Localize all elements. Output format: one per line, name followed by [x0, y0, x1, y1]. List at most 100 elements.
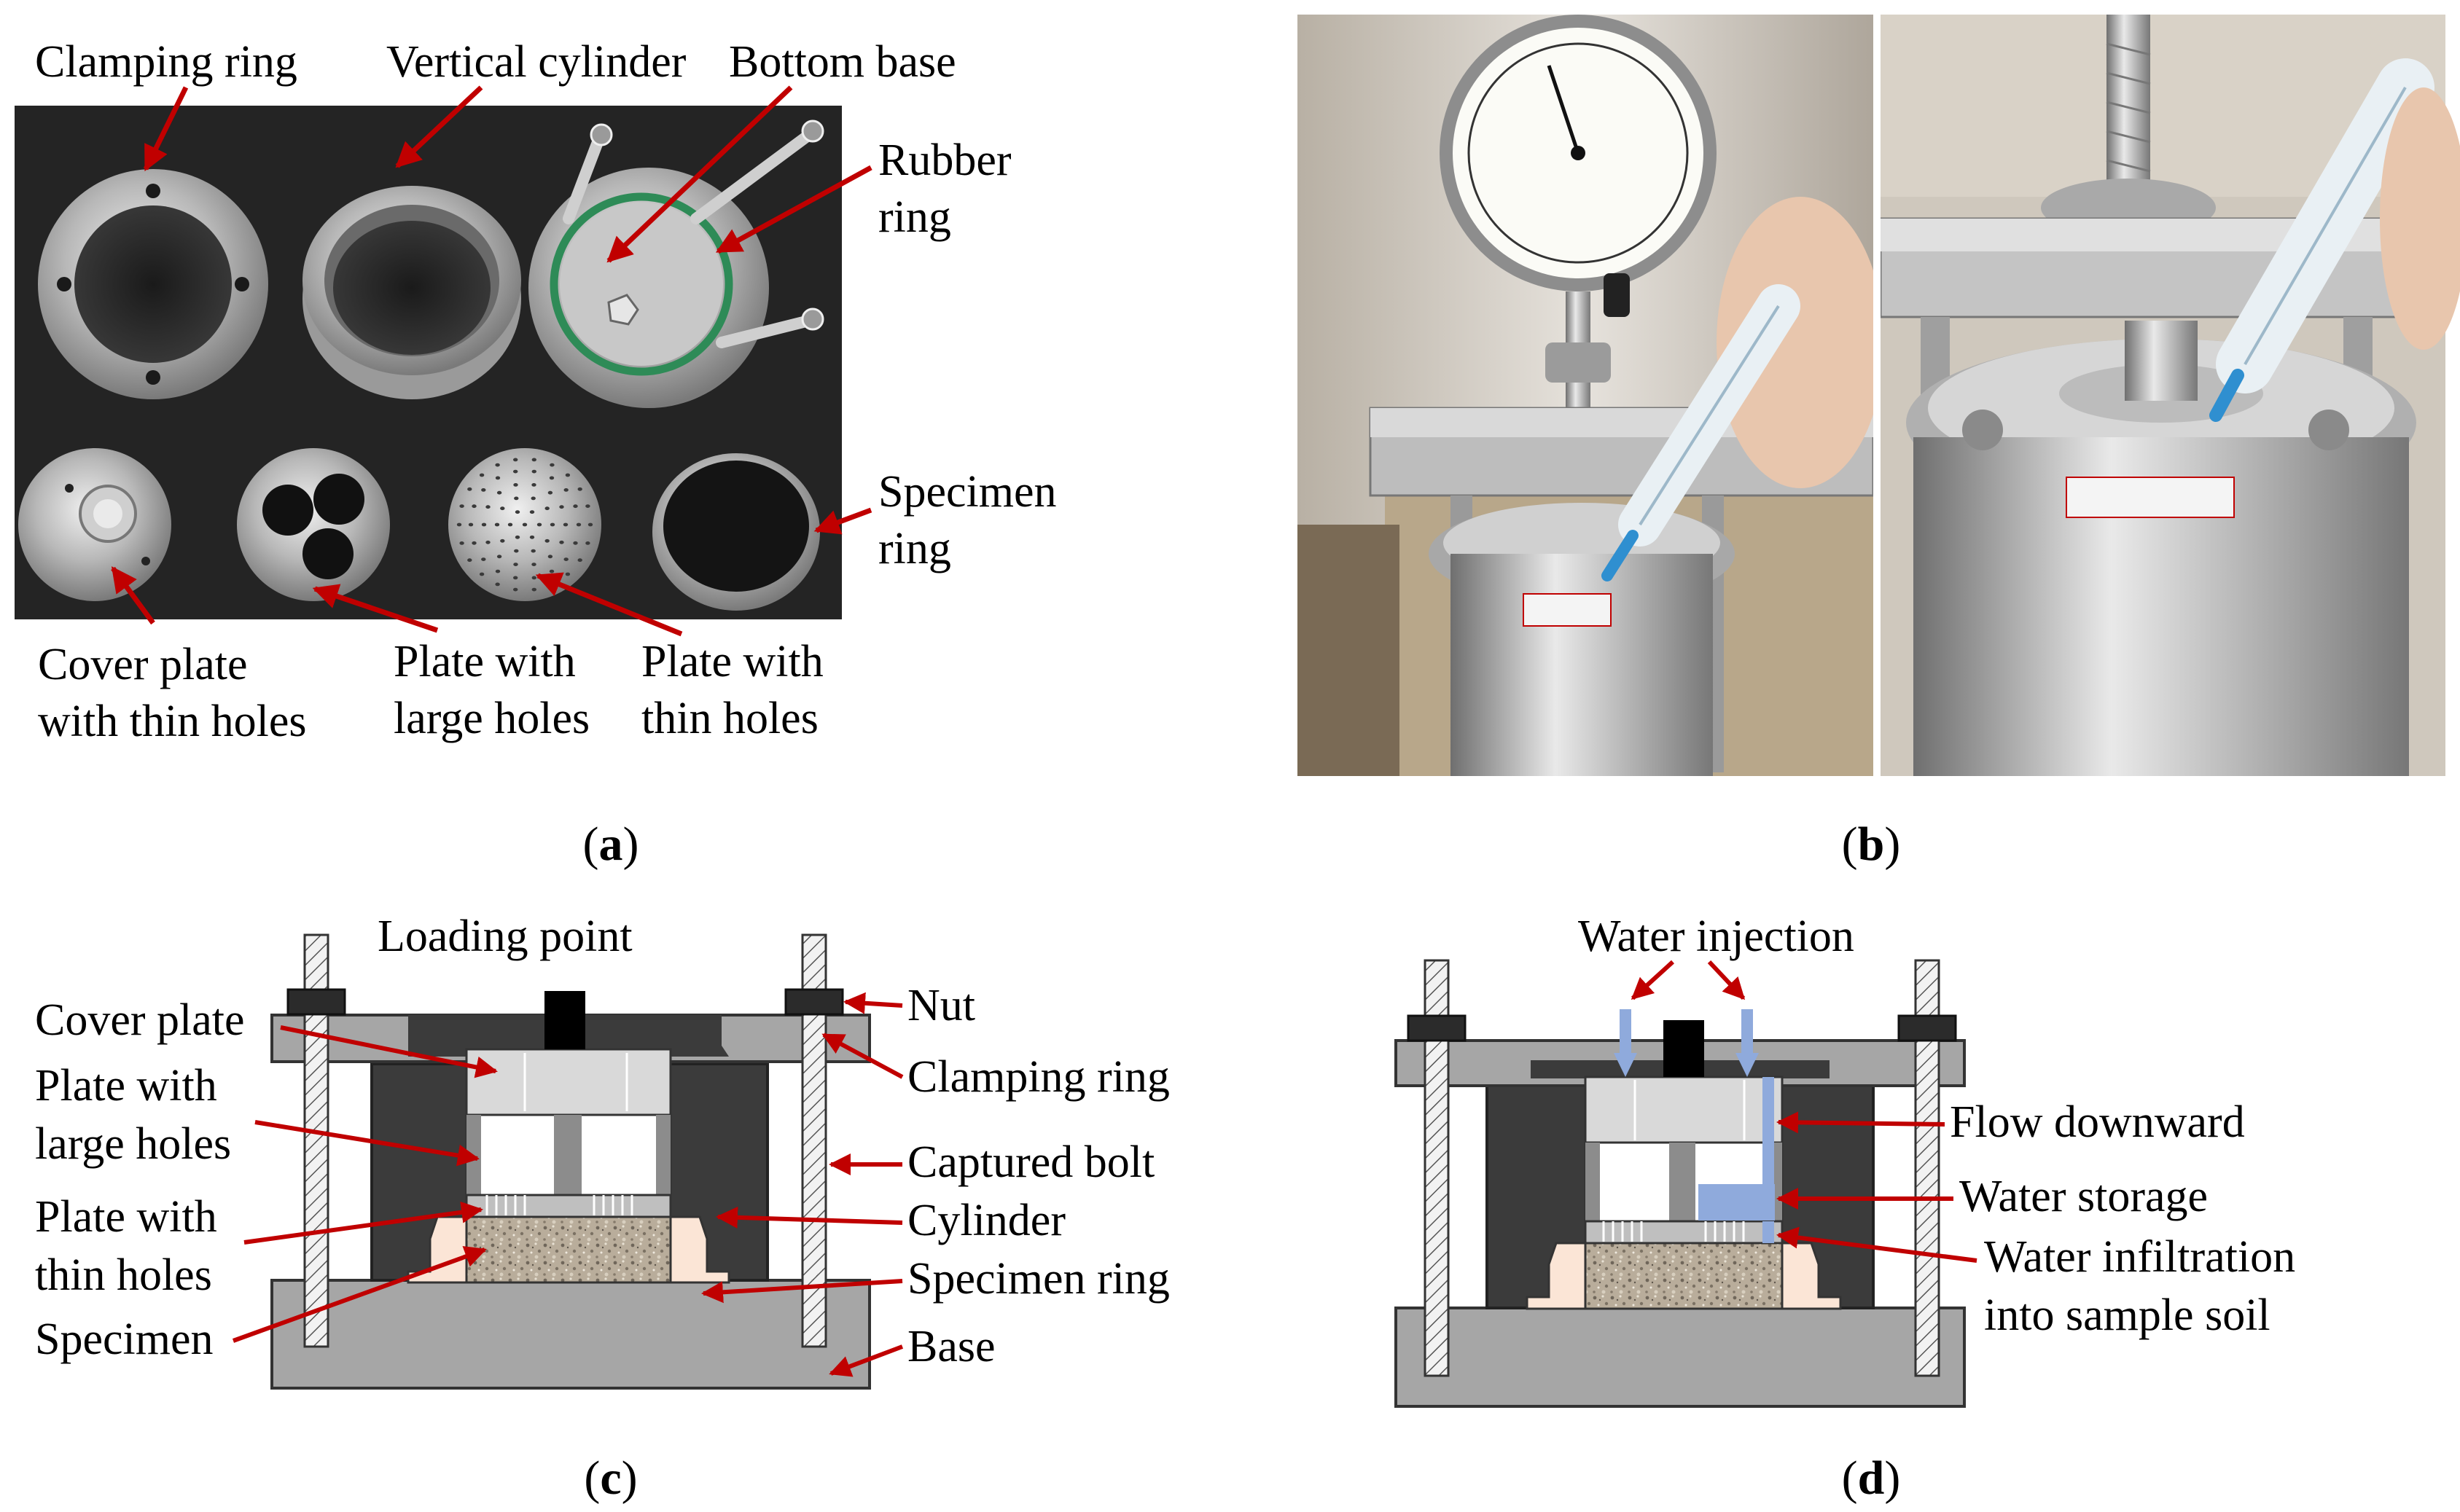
label-d-flow-downward: Flow downward — [1950, 1097, 2245, 1147]
specimen-ring-right-c — [669, 1215, 730, 1284]
thin-hole — [481, 557, 486, 561]
thin-hole — [513, 469, 518, 474]
water-inlet-left-d — [1614, 1009, 1637, 1077]
thin-hole — [559, 540, 564, 544]
label-c-cover-plate: Cover plate — [35, 995, 245, 1045]
nut-left-d — [1407, 1014, 1467, 1042]
specimen-ring-part — [652, 453, 820, 611]
base-c — [270, 1279, 871, 1390]
nut-left-c — [286, 988, 346, 1016]
thin-hole — [485, 505, 491, 509]
arrow-c-cover-plate — [280, 1025, 498, 1078]
thin-hole — [500, 538, 505, 543]
thin-hole — [513, 587, 518, 592]
thin-hole — [563, 488, 569, 492]
arrow-a-bottom-base — [606, 85, 793, 263]
thin-hole — [468, 522, 474, 527]
label-c-specimen-ring: Specimen ring — [907, 1254, 1170, 1304]
thin-hole — [514, 496, 519, 501]
arrow-a-plate-thin-holes — [535, 572, 683, 637]
thin-hole — [585, 504, 590, 508]
specimen-d — [1584, 1242, 1784, 1310]
arrow-d-flow-downward — [1776, 1111, 1945, 1134]
arrow-c-base — [829, 1344, 904, 1377]
arrow-d-injection-left — [1631, 960, 1675, 1000]
cover-plate-part — [18, 448, 171, 601]
arrow-c-nut — [843, 992, 903, 1014]
thin-hole — [495, 476, 501, 480]
thin-hole — [515, 510, 520, 514]
label-c-plate-thin-holes: Plate with thin holes — [35, 1192, 228, 1300]
thin-hole — [522, 522, 528, 527]
arrow-c-specimen-ring — [701, 1279, 903, 1304]
caption-b: (b) — [1842, 818, 1901, 871]
water-flow-channel-d — [1762, 1077, 1774, 1143]
thin-hole — [565, 473, 571, 477]
arrow-a-rubber-ring — [715, 165, 872, 254]
plate-thin-holes-part — [448, 448, 601, 601]
label-a-vertical-cylinder: Vertical cylinder — [386, 37, 687, 87]
thin-hole — [573, 504, 578, 509]
thin-hole — [587, 522, 593, 527]
thin-hole — [456, 522, 462, 527]
label-c-cylinder: Cylinder — [907, 1196, 1066, 1245]
thin-hole — [479, 572, 485, 576]
base-d — [1394, 1307, 1966, 1408]
rubber-ring-part — [550, 192, 733, 376]
thin-hole — [479, 473, 485, 477]
arrow-c-cylinder — [716, 1206, 903, 1229]
specimen-ring-left-d — [1526, 1242, 1587, 1310]
thin-hole — [495, 582, 500, 587]
thin-hole — [573, 541, 578, 545]
water-infiltration-d — [1762, 1221, 1774, 1243]
arrow-d-injection-right — [1707, 960, 1746, 1000]
thin-hole — [531, 563, 536, 566]
arrow-c-clamping-ring — [821, 1033, 904, 1079]
thin-hole — [481, 488, 486, 492]
loading-point-c — [544, 991, 585, 1049]
thin-hole — [529, 510, 535, 514]
cover-plate-c — [465, 1048, 672, 1116]
thin-hole — [577, 487, 582, 491]
nut-right-d — [1897, 1014, 1957, 1042]
plate-thin-holes-d — [1584, 1220, 1784, 1245]
thin-hole — [459, 504, 464, 508]
label-a-bottom-base: Bottom base — [729, 37, 956, 87]
thin-hole — [531, 483, 536, 487]
thin-hole — [549, 476, 555, 480]
thin-hole — [507, 522, 513, 527]
thin-hole — [495, 569, 501, 573]
plate-large-holes-part — [237, 448, 390, 601]
label-d-water-storage: Water storage — [1959, 1172, 2208, 1221]
thin-hole — [550, 463, 555, 467]
water-inlet-right-d — [1735, 1009, 1759, 1077]
caption-d: (d) — [1842, 1452, 1901, 1505]
thin-hole — [472, 541, 477, 545]
thin-hole — [563, 557, 569, 561]
panel-b-injection-photos: (b) — [1297, 15, 2460, 871]
arrow-c-specimen — [232, 1246, 487, 1343]
panel-c-schematic: Loading point Nut Cover plate Clamping r… — [35, 912, 1170, 1505]
arrow-a-cover-plate — [111, 566, 155, 625]
thin-hole — [565, 572, 571, 576]
clamping-ring-part — [38, 169, 268, 399]
thin-hole — [472, 504, 477, 509]
label-c-loading-point: Loading point — [378, 912, 633, 961]
thin-hole — [485, 540, 491, 544]
thin-hole — [559, 505, 564, 509]
thin-hole — [513, 458, 518, 462]
label-c-clamping-ring: Clamping ring — [907, 1052, 1170, 1102]
label-a-rubber-ring: Rubber ring — [878, 136, 1023, 242]
thin-hole — [531, 549, 536, 553]
thin-hole — [531, 458, 536, 462]
thin-hole — [544, 506, 550, 511]
label-c-nut: Nut — [907, 981, 975, 1030]
label-a-clamping-ring: Clamping ring — [35, 37, 297, 87]
thin-hole — [496, 490, 502, 495]
thin-hole — [531, 587, 536, 592]
thin-hole — [467, 487, 472, 491]
arrow-a-specimen-ring — [813, 507, 872, 535]
cover-plate-d — [1584, 1076, 1784, 1144]
arrow-a-clamping-ring — [143, 86, 189, 172]
